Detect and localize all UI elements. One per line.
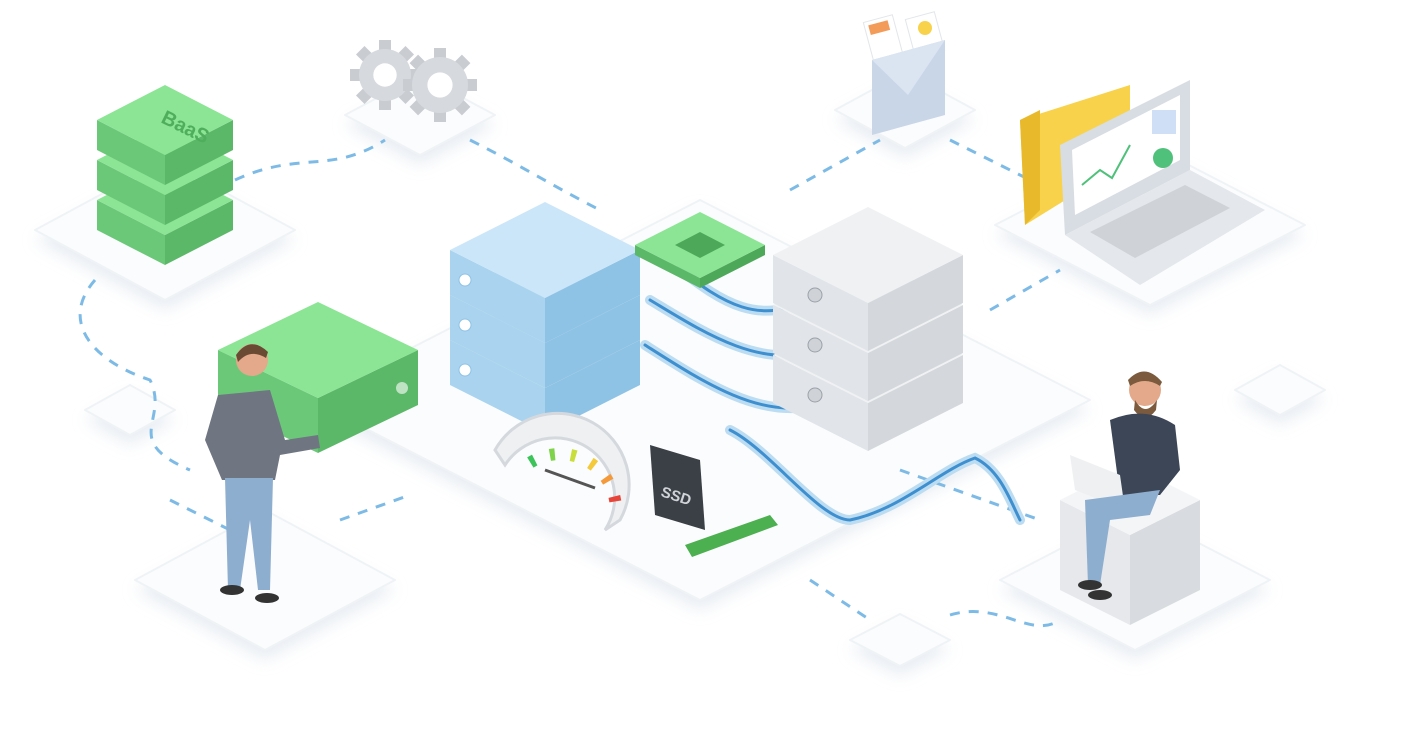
gauge-segment (608, 495, 622, 503)
box-right-face (545, 340, 640, 433)
gauge-segment (527, 454, 538, 468)
box-left-face (773, 355, 868, 451)
box-left-face (450, 250, 545, 343)
sweater (205, 390, 320, 480)
hair (1128, 371, 1162, 386)
dashed-line (234, 138, 386, 182)
jeans (1085, 490, 1160, 585)
port (807, 387, 823, 403)
box-left-face (773, 255, 868, 351)
dashed-line (169, 498, 231, 532)
dashed-line (339, 493, 411, 522)
cpu-core (675, 232, 725, 258)
dashed-line (469, 138, 601, 212)
sweater (1110, 413, 1180, 495)
box-top-face (773, 207, 963, 303)
box-right-face (165, 160, 233, 225)
box-right-face (868, 355, 963, 451)
dashed-line (809, 578, 871, 622)
dashed-line (949, 610, 1061, 628)
gauge-body (493, 411, 631, 532)
shoe (1078, 580, 1102, 590)
dashed-line (78, 279, 191, 472)
dashed-line (989, 268, 1061, 312)
power-button (458, 363, 472, 377)
box-left-face (450, 340, 545, 433)
gear-hole (373, 63, 397, 87)
shoe (1088, 590, 1112, 600)
box-top-face (450, 202, 640, 298)
platform-tile (849, 613, 951, 667)
chart-line (1081, 144, 1131, 186)
box-top-face (218, 302, 418, 398)
box-right-face (165, 120, 233, 185)
box-right-face (165, 200, 233, 265)
laptop (1070, 455, 1125, 510)
shoe (255, 593, 279, 603)
ssd-drive-icon (650, 445, 705, 530)
objects (97, 11, 1265, 625)
box-right-face (318, 350, 418, 453)
box-left-face (450, 295, 545, 388)
hair (236, 344, 268, 362)
box-right-face (545, 250, 640, 343)
folder-edge (1020, 110, 1040, 225)
speedometer-gauge (493, 411, 631, 532)
jeans (225, 478, 273, 590)
shoe (220, 585, 244, 595)
cable (728, 428, 1022, 522)
box-left-face (773, 305, 868, 401)
person-standing (205, 344, 320, 603)
envelope-icon (862, 11, 946, 135)
power-button (396, 382, 408, 394)
pie-chart-icon (1153, 148, 1173, 168)
box-right-face (700, 245, 765, 288)
gear-icon (403, 48, 477, 122)
box-right-face (1130, 500, 1200, 625)
beard (1134, 400, 1157, 418)
platform-tile (1234, 364, 1326, 416)
dashed-line (789, 138, 881, 192)
box-right-face (868, 305, 963, 401)
gauge-segment (569, 449, 578, 463)
gear-icon (350, 40, 420, 110)
gauge-needle (544, 468, 596, 490)
envelope-flap (872, 40, 945, 95)
person-sitting (1070, 371, 1180, 600)
gray-server-unit (773, 207, 963, 351)
ram-stick-icon (685, 515, 778, 557)
box-left-face (97, 160, 165, 225)
port (807, 337, 823, 353)
box-left-face (635, 245, 700, 288)
box-right-face (545, 295, 640, 388)
doc-image (918, 21, 932, 35)
dashed-line (949, 138, 1031, 182)
gauge-segment (548, 448, 556, 461)
keyboard (1090, 185, 1230, 258)
power-button (458, 273, 472, 287)
platform-tile (84, 384, 176, 436)
box-left-face (97, 120, 165, 185)
box-top-face (97, 85, 233, 155)
gauge-segment (600, 473, 614, 485)
box-left-face (97, 200, 165, 265)
gauge-segment (587, 457, 599, 471)
blue-server-unit (450, 202, 640, 343)
box-right-face (868, 255, 963, 351)
power-button (458, 318, 472, 332)
chart-block (1152, 110, 1176, 134)
gear-hole (427, 72, 453, 98)
baas-layer (97, 85, 233, 185)
port (807, 287, 823, 303)
